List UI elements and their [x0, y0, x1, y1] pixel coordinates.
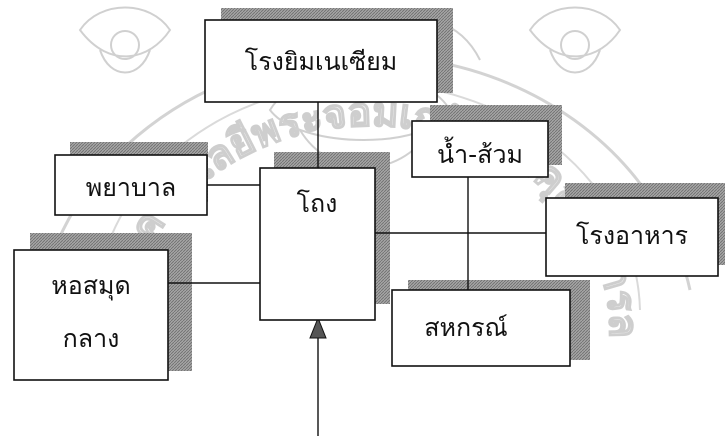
- library-label-line2: กลาง: [63, 324, 120, 353]
- hall-label: โถง: [297, 189, 338, 218]
- library-label-line1: หอสมุด: [51, 271, 130, 301]
- box-nurse: พยาบาล: [54, 154, 208, 216]
- gymnasium-label: โรงยิมเนเซียม: [245, 47, 397, 76]
- entrance-arrow-icon: [309, 316, 327, 339]
- box-restroom: น้ำ-ส้วม: [411, 120, 549, 178]
- restroom-label: น้ำ-ส้วม: [437, 136, 523, 169]
- box-cafeteria: โรงอาหาร: [545, 197, 719, 277]
- box-library: หอสมุด กลาง: [13, 249, 169, 381]
- box-coop: สหกรณ์: [391, 289, 571, 367]
- watermark-emblem-left: [78, 6, 172, 74]
- connectors: [168, 102, 548, 436]
- nurse-label: พยาบาล: [86, 173, 176, 202]
- box-hall: โถง: [259, 167, 376, 321]
- cafeteria-label: โรงอาหาร: [576, 221, 688, 250]
- watermark-emblem-right: [528, 6, 622, 74]
- coop-label: สหกรณ์: [424, 313, 508, 342]
- box-gymnasium: โรงยิมเนเซียม: [204, 19, 438, 103]
